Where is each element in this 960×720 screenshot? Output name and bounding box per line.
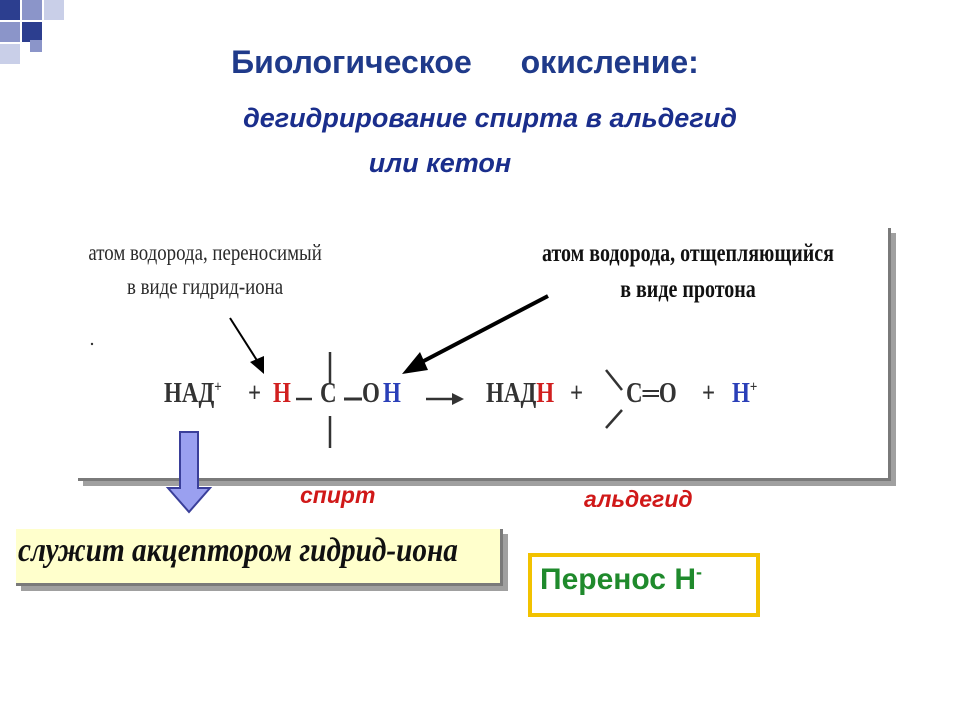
hydride-pointer-arrow <box>229 317 259 363</box>
reaction-arrowhead <box>452 393 464 405</box>
slide-subtitle: дегидрирование спирта в альдегид или кет… <box>0 96 960 186</box>
alcohol-label: спирт <box>300 482 376 508</box>
eq-carbonyl: С═О <box>626 378 677 409</box>
eq-plus-2: + <box>570 378 584 409</box>
corner-square <box>0 22 20 42</box>
proton-note-line-1: атом водорода, отщепляющийся <box>542 240 834 267</box>
aldehyde-label: альдегид <box>584 486 693 512</box>
eq-plus-3: + <box>702 378 716 409</box>
eq-nadh: НАДН <box>486 378 555 409</box>
transfer-text: Перенос Н- <box>540 562 702 596</box>
eq-oxygen: О <box>362 378 380 409</box>
subtitle-line-2: или кетон <box>368 148 512 178</box>
corner-square <box>0 0 20 20</box>
proton-note-line-2: в виде протона <box>620 276 756 303</box>
dot-mark <box>90 342 94 346</box>
carbonyl-bond-lower <box>605 409 623 429</box>
eq-hydride-h: Н <box>273 378 291 409</box>
carbonyl-bond-upper <box>605 369 623 391</box>
acceptor-panel <box>16 529 503 586</box>
subtitle-line-1: дегидрирование спирта в альдегид <box>243 103 737 133</box>
eq-proton-h: Н <box>383 378 401 409</box>
hydride-note-line-1: атом водорода, переносимый <box>88 240 322 265</box>
down-arrow-icon <box>165 431 213 514</box>
corner-square <box>44 0 64 20</box>
eq-plus-1: + <box>248 378 262 409</box>
corner-square <box>0 44 20 64</box>
eq-nad: НАД+ <box>164 378 222 409</box>
hydride-note: атом водорода, переносимый в виде гидрид… <box>78 236 332 304</box>
slide-title: Биологическое окисление: <box>231 44 699 80</box>
corner-square <box>22 22 42 42</box>
acceptor-text: служит акцептором гидрид-иона <box>18 532 458 569</box>
proton-pointer-arrowhead <box>402 352 428 374</box>
hydride-note-line-2: в виде гидрид-иона <box>127 274 284 299</box>
proton-pointer-arrow <box>417 294 549 366</box>
eq-proton: Н+ <box>732 378 758 409</box>
transfer-panel <box>528 553 760 617</box>
eq-carbon: С <box>320 378 337 409</box>
corner-square <box>22 0 42 20</box>
proton-note: атом водорода, отщепляющийся в виде прот… <box>520 236 856 308</box>
corner-square <box>30 40 42 52</box>
hydride-pointer-arrowhead <box>250 356 264 374</box>
reaction-panel <box>78 228 891 481</box>
